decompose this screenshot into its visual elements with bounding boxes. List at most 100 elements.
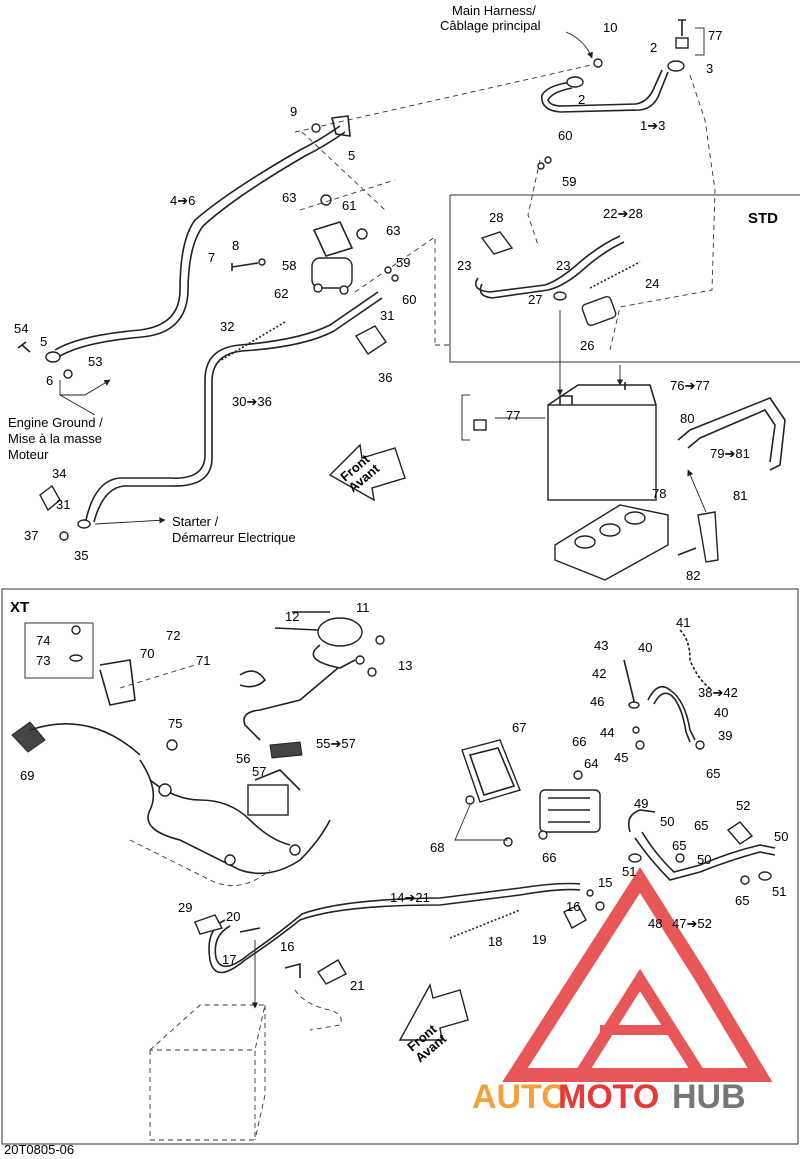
mise-masse-label: Mise à la masse — [8, 431, 102, 446]
callout-3: 3 — [706, 61, 713, 76]
ring-clip — [239, 670, 267, 688]
nut-13a — [375, 635, 385, 645]
callout-60-top: 60 — [558, 128, 572, 143]
relay-64-detail — [548, 797, 590, 823]
callout-21: 21 — [350, 978, 364, 993]
callout-6: 6 — [46, 373, 53, 388]
callout-60-right: 60 — [402, 292, 416, 307]
callout-40-right: 40 — [714, 705, 728, 720]
callout-52: 52 — [736, 798, 750, 813]
callout-38-42: 38➔42 — [698, 685, 738, 700]
nut-65a — [695, 740, 705, 750]
strap-arrow — [687, 469, 707, 513]
cable-4-6 — [54, 125, 341, 351]
callout-13: 13 — [398, 658, 412, 673]
callout-66-bottom: 66 — [542, 850, 556, 865]
nut-37 — [59, 531, 69, 541]
callout-40-top: 40 — [638, 640, 652, 655]
boot-29 — [194, 914, 224, 935]
callout-70: 70 — [140, 646, 154, 661]
cablage-principal-label: Câblage principal — [440, 18, 541, 33]
cable-1-3 — [541, 71, 669, 113]
cable-1-3-inner — [547, 69, 663, 107]
callout-15: 15 — [598, 875, 612, 890]
callout-29: 29 — [178, 900, 192, 915]
callout-77-left: 77 — [506, 408, 520, 423]
nut-60 — [391, 274, 399, 282]
callout-37: 37 — [24, 528, 38, 543]
demarreur-label: Démarreur Electrique — [172, 530, 296, 545]
callout-22-28: 22➔28 — [603, 206, 643, 221]
callout-42: 42 — [592, 666, 606, 681]
solenoid-bracket-61 — [312, 221, 354, 257]
watermark-auto: AUTO — [472, 1078, 568, 1116]
callout-65-mid: 65 — [694, 818, 708, 833]
nut-77-box — [473, 419, 487, 431]
callout-59-right: 59 — [396, 255, 410, 270]
cable-22-28-inner — [479, 241, 625, 299]
bracket-70 — [99, 659, 136, 706]
callout-51-right: 51 — [772, 884, 786, 899]
callout-61: 61 — [342, 198, 356, 213]
callout-24: 24 — [645, 276, 659, 291]
callout-43: 43 — [594, 638, 608, 653]
cable-30-36 — [85, 291, 379, 521]
callout-64: 64 — [584, 756, 598, 771]
callout-55-57: 55➔57 — [316, 736, 356, 751]
solenoid-dashed-box — [299, 179, 450, 346]
boot-28 — [480, 231, 514, 255]
boot-19 — [563, 904, 587, 929]
callout-23-right: 23 — [556, 258, 570, 273]
battery-top — [547, 404, 657, 501]
callout-41: 41 — [676, 615, 690, 630]
std-label: STD — [748, 210, 778, 227]
cable-38-42-inner — [653, 692, 691, 743]
battery-xt — [149, 940, 266, 1141]
bracket-20 — [239, 927, 261, 933]
nut-44 — [632, 726, 640, 734]
callout-65-right: 65 — [672, 838, 686, 853]
xt-frame — [1, 588, 799, 1145]
std-frame — [449, 194, 800, 363]
sleeve-32 — [217, 321, 286, 363]
washer-53 — [63, 369, 73, 379]
boot-21 — [317, 959, 347, 985]
watermark-moto: MOTO — [558, 1078, 659, 1116]
callout-81: 81 — [733, 488, 747, 503]
callout-20: 20 — [226, 909, 240, 924]
sleeve-18 — [449, 909, 521, 939]
callout-47-52: 47➔52 — [672, 916, 712, 931]
front-arrow-bottom — [398, 983, 469, 1041]
bolt-7 — [231, 262, 259, 271]
clip-56 — [269, 741, 303, 759]
callout-63-right: 63 — [386, 223, 400, 238]
ecu-lead-68 — [454, 804, 508, 841]
callout-72: 72 — [166, 628, 180, 643]
bracket-16 — [284, 962, 301, 978]
callout-26: 26 — [580, 338, 594, 353]
callout-4-6: 4➔6 — [170, 193, 195, 208]
xt-label: XT — [10, 599, 29, 616]
pump-lines — [243, 644, 356, 741]
sleeve-24 — [589, 261, 641, 289]
callout-66-top: 66 — [572, 734, 586, 749]
tray-hole-3 — [624, 511, 646, 525]
callout-71: 71 — [196, 653, 210, 668]
tray-hole-2 — [599, 523, 621, 537]
nut-13b — [355, 655, 365, 665]
pump-bolts-12 — [274, 611, 330, 631]
nut-63-right — [356, 228, 368, 240]
callout-54: 54 — [14, 321, 28, 336]
callout-68: 68 — [430, 840, 444, 855]
cable-49 — [627, 809, 656, 833]
strap-80-inner — [687, 409, 776, 463]
nut-66b — [538, 830, 548, 840]
battery-top-terminals — [559, 382, 626, 405]
cable-14-21-inner — [214, 882, 581, 968]
cable-4-6-inner — [59, 131, 346, 357]
terminal-ring-right — [667, 60, 685, 72]
wire-69 — [29, 723, 141, 756]
nut-15 — [586, 889, 594, 897]
callout-51-left: 51 — [622, 864, 636, 879]
callout-16-right: 16 — [566, 899, 580, 914]
